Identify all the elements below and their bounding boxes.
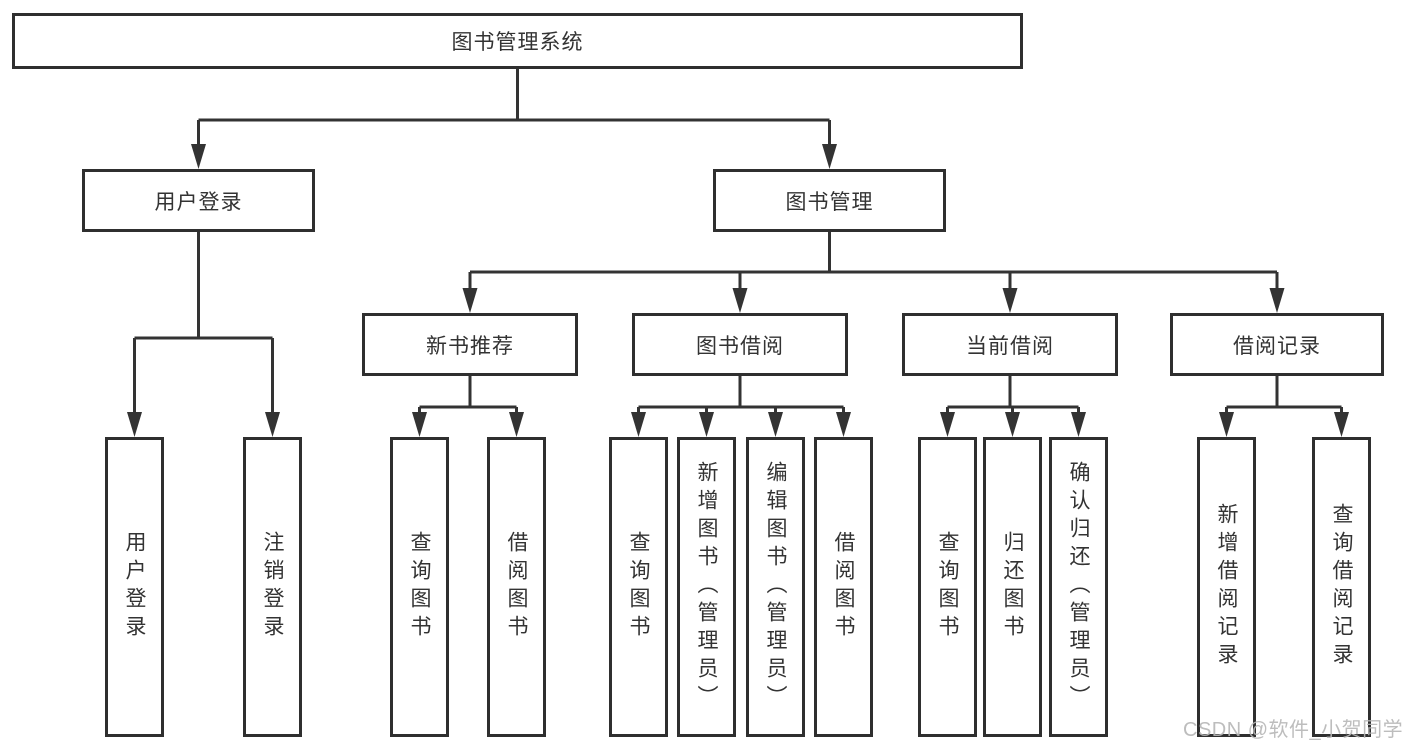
leaf-label: 确认归还（管理员） <box>1067 461 1091 713</box>
leaf-label: 新增借阅记录 <box>1215 503 1239 671</box>
node-book-borrowing: 图书借阅 <box>632 313 848 376</box>
leaf-label: 查询图书 <box>408 531 432 643</box>
watermark: CSDN @软件_小贺同学 <box>1183 719 1404 741</box>
leaf-borrowing-query-books: 查询图书 <box>609 437 668 737</box>
leaf-label: 用户登录 <box>123 531 147 643</box>
leaf-label: 借阅图书 <box>505 531 529 643</box>
node-label: 图书管理系统 <box>451 31 584 54</box>
leaf-label: 借阅图书 <box>832 531 856 643</box>
node-new-book-recommend: 新书推荐 <box>362 313 578 376</box>
leaf-recommend-borrow-books: 借阅图书 <box>487 437 546 737</box>
node-current-borrowing: 当前借阅 <box>902 313 1118 376</box>
leaf-label: 查询图书 <box>627 531 651 643</box>
leaf-label: 查询借阅记录 <box>1330 503 1354 671</box>
leaf-recommend-query-books: 查询图书 <box>390 437 449 737</box>
node-label: 图书借阅 <box>696 334 784 358</box>
node-label: 借阅记录 <box>1233 334 1321 358</box>
leaf-borrowing-edit-books-admin: 编辑图书（管理员） <box>746 437 805 737</box>
leaf-label: 归还图书 <box>1001 531 1025 643</box>
leaf-label: 新增图书（管理员） <box>695 461 719 713</box>
node-library-management-system: 图书管理系统 <box>12 13 1023 69</box>
node-borrow-records: 借阅记录 <box>1170 313 1384 376</box>
leaf-query-borrow-record: 查询借阅记录 <box>1312 437 1371 737</box>
leaf-logout-login: 注销登录 <box>243 437 302 737</box>
node-user-login: 用户登录 <box>82 169 315 232</box>
node-label: 新书推荐 <box>426 334 514 358</box>
node-book-management: 图书管理 <box>713 169 946 232</box>
leaf-label: 编辑图书（管理员） <box>764 461 788 713</box>
node-label: 图书管理 <box>785 190 874 214</box>
leaf-add-borrow-record: 新增借阅记录 <box>1197 437 1256 737</box>
leaf-label: 查询图书 <box>936 531 960 643</box>
leaf-current-confirm-return-admin: 确认归还（管理员） <box>1049 437 1108 737</box>
leaf-label: 注销登录 <box>261 531 285 643</box>
node-label: 用户登录 <box>154 190 243 214</box>
leaf-borrowing-add-books-admin: 新增图书（管理员） <box>677 437 736 737</box>
leaf-user-login: 用户登录 <box>105 437 164 737</box>
node-label: 当前借阅 <box>966 334 1054 358</box>
leaf-current-return-books: 归还图书 <box>983 437 1042 737</box>
leaf-current-query-books: 查询图书 <box>918 437 977 737</box>
leaf-borrowing-borrow-books: 借阅图书 <box>814 437 873 737</box>
